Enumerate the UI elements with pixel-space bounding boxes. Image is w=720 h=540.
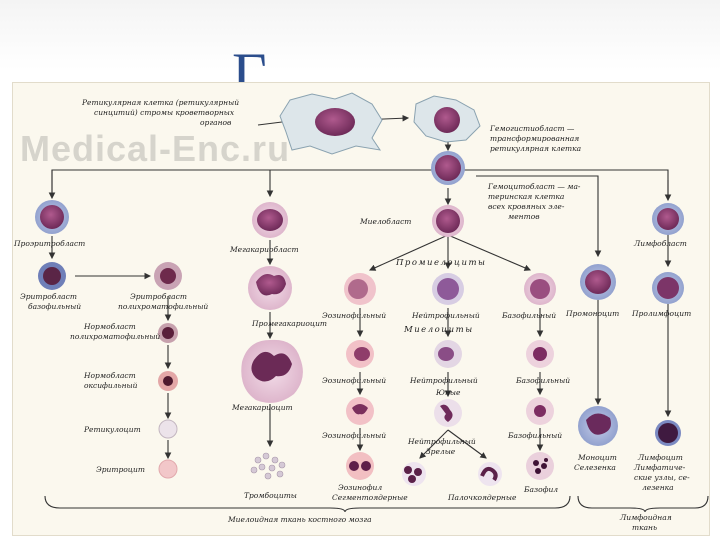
platelets-cluster xyxy=(250,452,286,480)
label-eosinophilic-2: Эозинофильный xyxy=(322,376,386,385)
erythroblast-basophilic-cell xyxy=(38,262,66,290)
label-promyelocytes: Промиелоциты xyxy=(395,258,486,268)
label-erythroblast-polychromatophilic: Эритробласт полихроматофильный xyxy=(118,292,208,311)
promyelocyte-neutrophilic-cell xyxy=(432,273,464,305)
label-eosinophilic-3: Эозинофильный xyxy=(322,431,386,440)
label-prolymphocyte: Пролимфоцит xyxy=(631,309,691,318)
label-normoblast-oxyphilic: Нормобласт оксифильный xyxy=(83,371,138,390)
label-neutrophilic-1: Нейтрофильный xyxy=(411,311,480,320)
label-basophil: Базофил xyxy=(523,485,558,494)
metamyelocyte-eosinophilic-cell xyxy=(346,397,374,425)
promyelocyte-eosinophilic-cell xyxy=(344,273,376,305)
megakaryocyte-cell xyxy=(241,339,303,403)
label-normoblast-polychromatophilic: Нормобласт полихроматофильный xyxy=(70,322,160,341)
promonocyte-cell xyxy=(580,264,616,300)
megakaryoblast-cell xyxy=(252,202,288,238)
normoblast-oxyphilic-cell xyxy=(158,371,178,391)
label-erythroblast-basophilic: Эритробласт базофильный xyxy=(20,292,81,311)
segmented-neutrophil-cell xyxy=(402,462,426,486)
label-lymphoblast: Лимфобласт xyxy=(633,239,687,248)
eosinophil-cell xyxy=(346,452,374,480)
label-eosinophilic-1: Эозинофильный xyxy=(322,311,386,320)
label-eosinophil: Эозинофил xyxy=(338,483,382,492)
label-juvenile: Юные xyxy=(435,388,461,397)
reticular-cell xyxy=(279,92,383,155)
label-promegakaryocyte: Промегакариоцит xyxy=(251,319,327,328)
erythroblast-polychromatophilic-cell xyxy=(154,262,182,290)
label-hemocytoblast: Гемоцитобласт — ма- теринская клетка все… xyxy=(487,182,583,221)
myelocyte-neutrophilic-cell xyxy=(434,340,462,368)
label-neutrophilic-band: Нейтрофильный Зрелые xyxy=(407,437,478,456)
label-reticulocyte: Ретикулоцит xyxy=(83,425,141,434)
label-platelets: Тромбоциты xyxy=(244,491,297,500)
metamyelocyte-basophilic-cell xyxy=(526,397,554,425)
erythrocyte-cell xyxy=(158,459,178,479)
label-proerythroblast: Проэритробласт xyxy=(13,239,85,248)
myelocyte-basophilic-cell xyxy=(526,340,554,368)
monocyte-cell xyxy=(578,406,618,446)
label-monocyte: Моноцит xyxy=(577,453,617,462)
watermark: Medical-Enc.ru xyxy=(20,128,291,169)
band-neutrophil-cell xyxy=(478,462,502,486)
hemohistioblast-cell xyxy=(413,95,481,143)
label-myeloid-tissue: Миелоидная ткань костного мозга xyxy=(227,515,372,524)
normoblast-polychromatophilic-cell xyxy=(158,323,178,343)
label-promonocyte: Промоноцит xyxy=(565,309,619,318)
label-reticular-cell: Ретикулярная клетка (ретикулярный синцит… xyxy=(81,98,241,127)
label-megakaryoblast: Мегакариобласт xyxy=(229,245,299,254)
label-lymph-organs: Лимфатиче- ские узлы, се- лезенка xyxy=(633,463,692,492)
label-hemohistioblast: Гемогистиобласт — трансформированная рет… xyxy=(489,124,582,153)
myelocyte-eosinophilic-cell xyxy=(346,340,374,368)
label-myeloblast: Миелобласт xyxy=(359,217,411,226)
metamyelocyte-neutrophilic-cell xyxy=(434,399,462,427)
label-megakaryocyte: Мегакариоцит xyxy=(231,403,293,412)
lymphoblast-cell xyxy=(652,203,684,235)
label-myelocytes: Миелоциты xyxy=(403,325,474,335)
reticulocyte-cell xyxy=(158,419,178,439)
lymphocyte-cell xyxy=(655,420,681,446)
myeloblast-cell xyxy=(432,205,464,237)
label-segmented: Сегментоядерные xyxy=(332,493,408,502)
label-erythrocyte: Эритроцит xyxy=(96,465,145,474)
label-band: Палочкоядерные xyxy=(447,493,517,502)
label-basophilic-2: Базофильный xyxy=(515,376,570,385)
label-lymphoid-tissue: Лимфоидная ткань xyxy=(619,513,674,532)
promegakaryocyte-cell xyxy=(248,266,292,310)
label-basophilic-1: Базофильный xyxy=(501,311,556,320)
hemocytoblast-cell xyxy=(431,151,465,185)
label-neutrophilic-2: Нейтрофильный xyxy=(409,376,478,385)
proerythroblast-cell xyxy=(35,200,69,234)
basophil-cell xyxy=(526,452,554,480)
label-spleen: Селезенка xyxy=(574,463,616,472)
promyelocyte-basophilic-cell xyxy=(524,273,556,305)
label-basophilic-3: Базофильный xyxy=(507,431,562,440)
prolymphocyte-cell xyxy=(652,272,684,304)
label-lymphocyte: Лимфоцит xyxy=(637,453,683,462)
